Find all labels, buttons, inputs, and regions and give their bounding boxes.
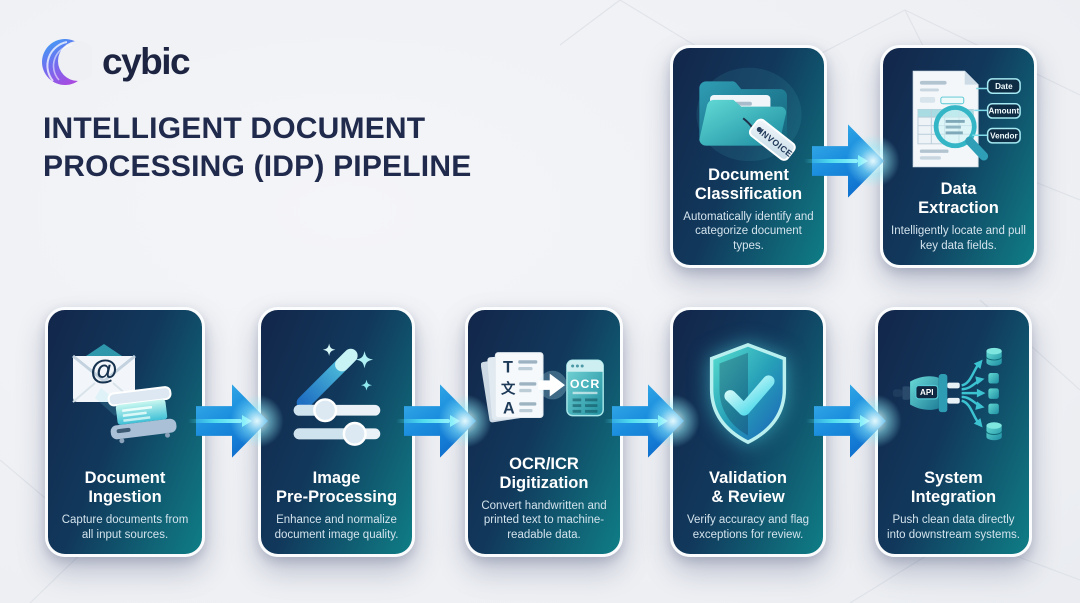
field-pill-amount: Amount [988,107,1019,116]
ocr-window-label: OCR [570,377,600,391]
document-to-ocr-icon: T 文 A OCR [476,322,612,453]
card-data-extraction: Date Amount Vendor Data Extraction Intel… [880,45,1037,268]
card-description: Capture documents from all input sources… [61,514,189,541]
email-scanner-icon: @ [56,322,194,467]
database-cylinder-top [985,347,1002,366]
cybic-logo-icon [42,39,92,85]
page-title: INTELLIGENT DOCUMENT PROCESSING (IDP) PI… [43,110,471,186]
flow-arrow-ocr-to-validation [604,382,700,460]
card-ocr-icr-digitization: T 文 A OCR [465,307,623,557]
field-pill-vendor: Vendor [990,132,1018,141]
glyph-latin-a: A [503,400,515,418]
field-pill-date: Date [995,82,1013,91]
folder-invoice-tag-icon: INVOICE [681,60,816,164]
card-title: Document Classification [694,165,803,203]
card-title: System Integration [910,469,997,506]
card-image-pre-processing: Image Pre-Processing Enhance and normali… [258,307,415,557]
magnifier-document-icon: Date Amount Vendor [891,60,1026,178]
card-document-ingestion: @ Document Ingestion Capture documen [45,307,205,557]
magic-wand-sliders-icon [269,322,404,467]
card-description: Convert handwritten and printed text to … [481,499,607,541]
card-title: Data Extraction [918,180,999,217]
flow-arrow-validation-to-integration [806,382,902,460]
card-description: Verify accuracy and flag exceptions for … [686,514,810,541]
at-symbol: @ [90,354,117,385]
page-title-line2: PROCESSING (IDP) PIPELINE [43,150,472,183]
card-description: Automatically identify and categorize do… [683,210,814,252]
database-cylinder-bottom [985,421,1002,440]
card-description: Enhance and normalize document image qua… [274,514,399,541]
flow-arrow-ingestion-to-preprocessing [188,382,284,460]
flow-arrow-preprocessing-to-ocr [396,382,492,460]
brand-name: cybic [102,41,191,82]
card-title: Image Pre-Processing [275,469,398,506]
card-document-classification: INVOICE Document Classification Automati… [670,45,827,268]
card-description: Intelligently locate and pull key data f… [891,225,1026,252]
page-title-line1: INTELLIGENT DOCUMENT [43,112,426,145]
api-label: API [920,388,934,397]
shield-check-icon [681,322,815,467]
glyph-cjk: 文 [501,380,516,398]
api-plug-icon: API [886,322,1021,467]
glyph-latin-t: T [503,359,513,377]
card-title: Document Ingestion [84,469,166,506]
card-description: Push clean data directly into downstream… [887,514,1020,541]
brand-logo: cybic [40,36,191,88]
card-title: OCR/ICR Digitization [499,454,589,492]
flow-arrow-classification-to-extraction [804,122,900,200]
card-title: Validation & Review [709,469,787,506]
